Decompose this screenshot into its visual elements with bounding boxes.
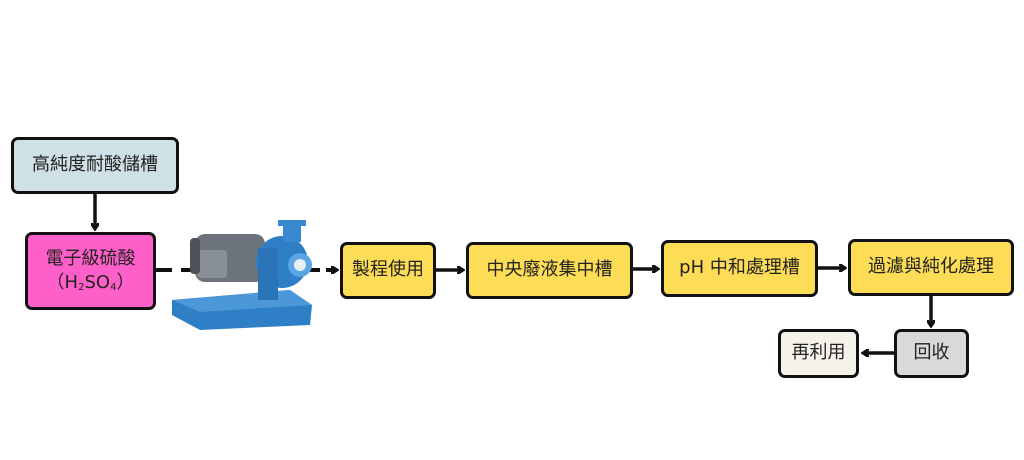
- process-label: 製程使用: [352, 259, 424, 281]
- recover-label: 回收: [913, 342, 950, 364]
- central-box: 中央廢液集中槽: [466, 242, 633, 299]
- acid-formula: （H2SO4）: [47, 271, 135, 295]
- tank-label: 高純度耐酸儲槽: [32, 154, 158, 176]
- central-label: 中央廢液集中槽: [486, 259, 613, 281]
- process-box: 製程使用: [340, 242, 436, 299]
- acid-label: 電子級硫酸: [45, 247, 136, 269]
- formula-sub-2: 2: [78, 282, 85, 293]
- filter-label: 過濾與純化處理: [868, 256, 994, 278]
- formula-so: SO: [84, 272, 111, 293]
- tank-box: 高純度耐酸儲槽: [11, 137, 179, 194]
- recover-box: 回收: [894, 329, 969, 378]
- neutral-label: pH 中和處理槽: [679, 257, 800, 279]
- formula-sub-4: 4: [110, 282, 117, 293]
- reuse-box: 再利用: [778, 329, 859, 378]
- pump-image: [172, 220, 312, 330]
- reuse-label: 再利用: [791, 342, 846, 364]
- acid-box: 電子級硫酸 （H2SO4）: [25, 232, 156, 310]
- filter-box: 過濾與純化處理: [848, 239, 1014, 296]
- formula-open: （H: [46, 272, 79, 293]
- neutral-box: pH 中和處理槽: [661, 240, 818, 297]
- formula-close: ）: [116, 272, 135, 293]
